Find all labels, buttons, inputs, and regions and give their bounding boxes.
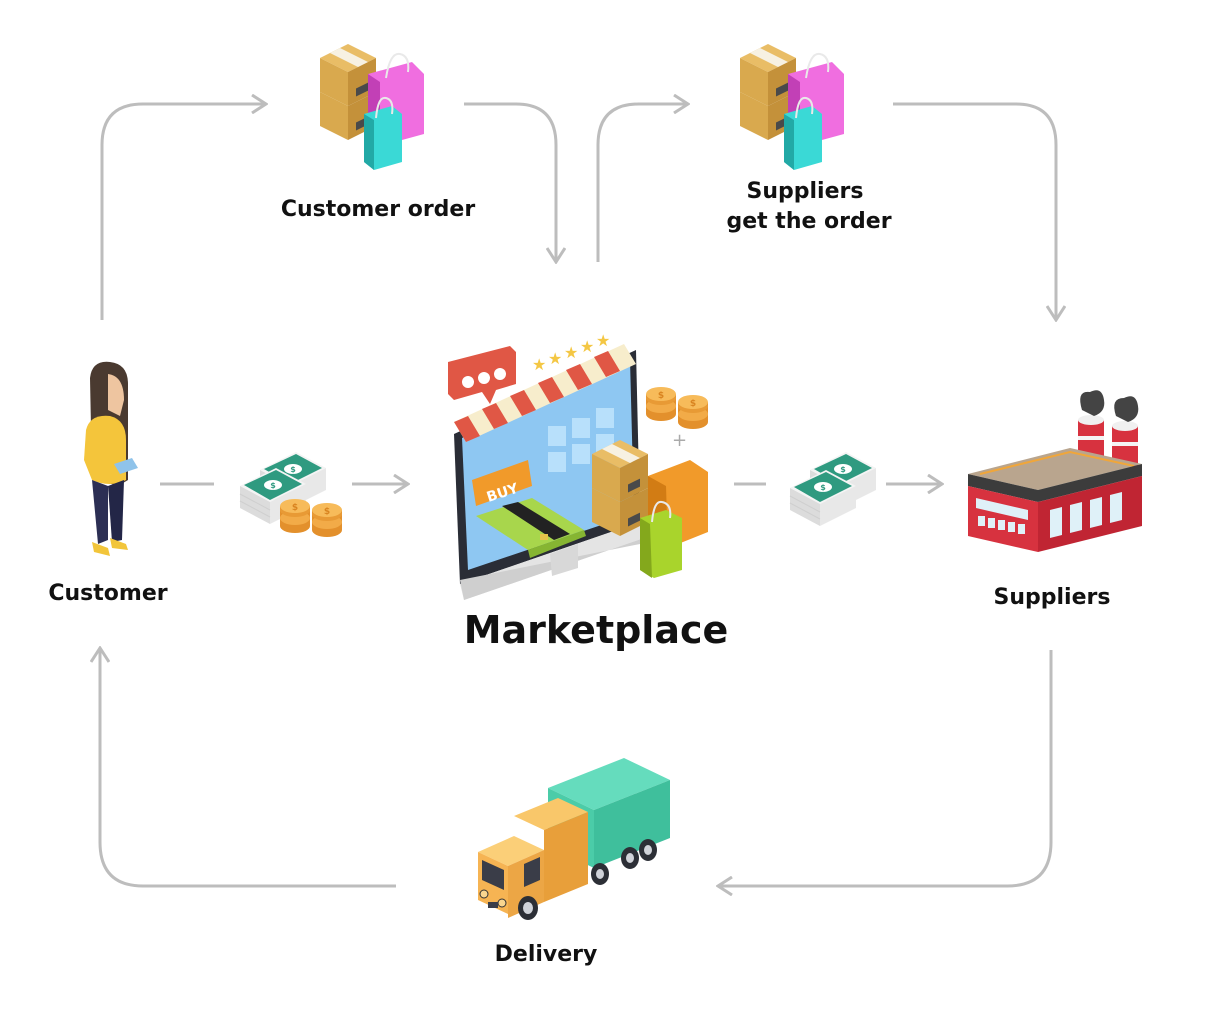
chat-bubble-icon [448,346,516,404]
svg-text:+: + [672,430,687,451]
arrow-marketplace-to-suppliers-order [596,104,688,262]
node-label-suppliers-get-order-line2: get the order [726,209,892,234]
svg-text:★: ★ [532,355,546,374]
rating-stars-icon: ★ ★ ★ ★ ★ [532,331,610,374]
customer-person-icon [84,361,138,556]
arrow-delivery-to-customer [100,648,396,888]
connectors [100,104,1056,886]
svg-text:★: ★ [596,331,610,350]
arrow-order-to-marketplace [464,102,556,262]
online-store-monitor-icon: ★ ★ ★ ★ ★ [448,331,708,600]
arrow-suppliers-order-to-suppliers [893,102,1056,320]
arrow-suppliers-to-delivery [718,650,1053,886]
svg-text:★: ★ [548,349,562,368]
node-label-suppliers-get-order-line1: Suppliers [746,179,864,204]
money-cash-coins-icon [239,451,342,537]
node-label-customer: Customer [48,581,168,606]
svg-text:★: ★ [564,343,578,362]
delivery-truck-icon [478,758,670,920]
diagram-title-marketplace: Marketplace [463,608,729,652]
credit-card-icon [476,498,586,576]
svg-text:★: ★ [580,337,594,356]
arrow-customer-to-order [100,104,266,320]
order-boxes-bags-icon [740,44,844,170]
order-boxes-bags-icon [320,44,424,170]
factory-icon [968,390,1142,552]
node-label-customer-order: Customer order [280,197,476,222]
node-label-suppliers: Suppliers [993,585,1111,610]
node-label-delivery: Delivery [494,942,598,967]
money-cash-icon [789,451,877,527]
